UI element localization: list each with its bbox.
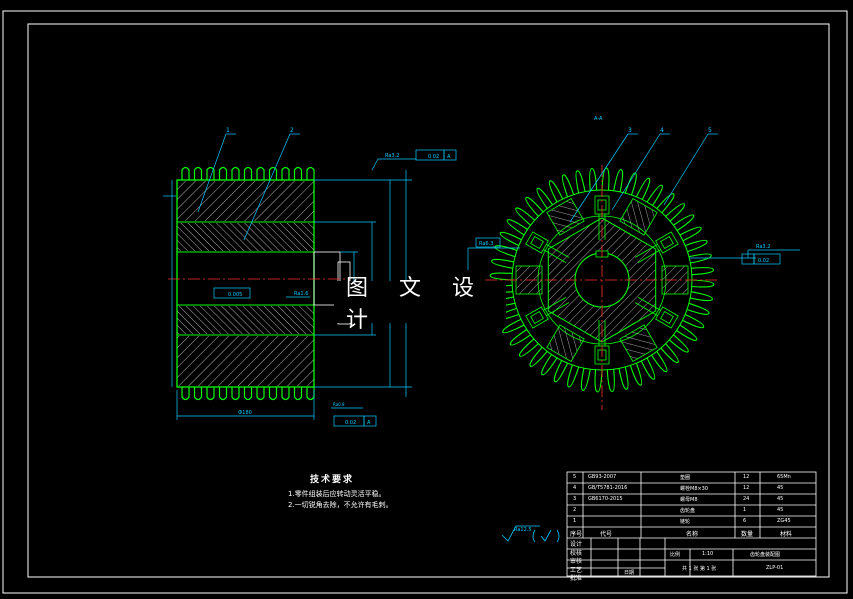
roughness-ra63: Ra6.3 <box>479 241 493 247</box>
parts-row-qty: 1 <box>743 507 747 513</box>
roughness-ra32-right: Ra3.2 <box>756 244 770 250</box>
parts-row-code: GB/T5781-2016 <box>588 485 628 491</box>
parts-header-material: 材料 <box>780 531 793 538</box>
roughness-ra125: Ra12.5 <box>514 527 532 533</box>
parts-row-no: 5 <box>573 474 577 480</box>
parts-row-name: 螺栓M8×30 <box>680 486 709 492</box>
scale-label: 比例 <box>670 552 681 558</box>
parts-row-name: 螺母M8 <box>680 497 698 503</box>
parts-row-qty: 12 <box>743 474 750 480</box>
title-row-label: 批准 <box>570 575 583 582</box>
parts-row-code: GB93-2007 <box>588 474 617 480</box>
parts-header-no: 序号 <box>570 531 583 538</box>
date-label: 日期 <box>624 570 635 576</box>
tolerance-top: 0.02 <box>428 154 439 160</box>
title-row-label: 工艺 <box>570 566 583 574</box>
tech-requirement-1: 1.零件组装后应转动灵活平稳。 <box>288 490 386 498</box>
leader-label-3: 3 <box>628 127 632 134</box>
parts-row-no: 4 <box>573 485 577 491</box>
outer-frame <box>2 10 848 594</box>
tech-requirement-2: 2.一切锐角去除，不允许有毛刺。 <box>288 501 393 509</box>
roughness-ra32-left: Ra3.2 <box>385 153 399 159</box>
left-section-view: 1 2 Ra3.2 0.02 A 0.005 Ra1.6 Ra0.8 0.02 … <box>163 127 457 427</box>
title-row-label: 审核 <box>570 558 583 565</box>
tolerance-right: 0.02 <box>758 258 769 264</box>
parts-header-code: 代号 <box>600 531 613 538</box>
parts-header-name: 名称 <box>686 531 699 538</box>
right-face-view: A-A 3 4 5 Ra6.3 Ra3.2 0.02 <box>467 116 800 410</box>
watermark-banner: 图 文 设 计 <box>334 276 506 333</box>
drawing-name: 齿轮盘装配图 <box>750 552 781 558</box>
inner-frame <box>27 23 830 578</box>
datum-a-bottom: A <box>367 420 371 426</box>
parts-row-code: GB6170-2015 <box>588 496 623 502</box>
tolerance-mid: 0.005 <box>228 292 242 298</box>
roughness-ra16: Ra1.6 <box>294 291 308 297</box>
roughness-symbol <box>501 525 560 543</box>
parts-row-name: 齿轮盘 <box>680 508 696 514</box>
parts-row-material: ZG45 <box>777 518 791 524</box>
parts-row-no: 2 <box>573 507 577 513</box>
leader-label-4: 4 <box>660 127 664 134</box>
parts-header-qty: 数量 <box>741 531 754 538</box>
title-row-label: 设计 <box>570 541 583 548</box>
parts-row-qty: 12 <box>743 485 750 491</box>
parts-row-material: 45 <box>777 507 784 513</box>
section-label-aa: A-A <box>594 116 603 122</box>
title-block <box>566 471 817 577</box>
parts-row-name: 链轮 <box>680 519 691 525</box>
overall-dimension: Ф180 <box>238 410 252 416</box>
datum-a-top: A <box>447 154 451 160</box>
parts-row-material: 65Mn <box>777 474 791 480</box>
parts-row-name: 垫圈 <box>680 475 691 481</box>
tolerance-bottom: 0.02 <box>345 420 356 426</box>
leader-label-2: 2 <box>290 127 294 134</box>
sheet-info: 共 1 张 第 1 张 <box>682 566 717 572</box>
tech-requirements-title: 技术要求 <box>310 475 355 485</box>
leader-label-1: 1 <box>226 127 230 134</box>
drawing-number: ZLP-01 <box>766 565 784 571</box>
parts-row-qty: 24 <box>743 496 750 502</box>
parts-row-no: 3 <box>573 496 577 502</box>
leader-label-5: 5 <box>708 127 712 134</box>
parts-row-no: 1 <box>573 518 577 524</box>
parts-row-qty: 6 <box>743 518 747 524</box>
roughness-ra08: Ra0.8 <box>333 402 345 407</box>
parts-row-material: 45 <box>777 485 784 491</box>
scale-value: 1:10 <box>702 551 714 557</box>
parts-row-material: 45 <box>777 496 784 502</box>
title-row-label: 校核 <box>570 549 583 557</box>
